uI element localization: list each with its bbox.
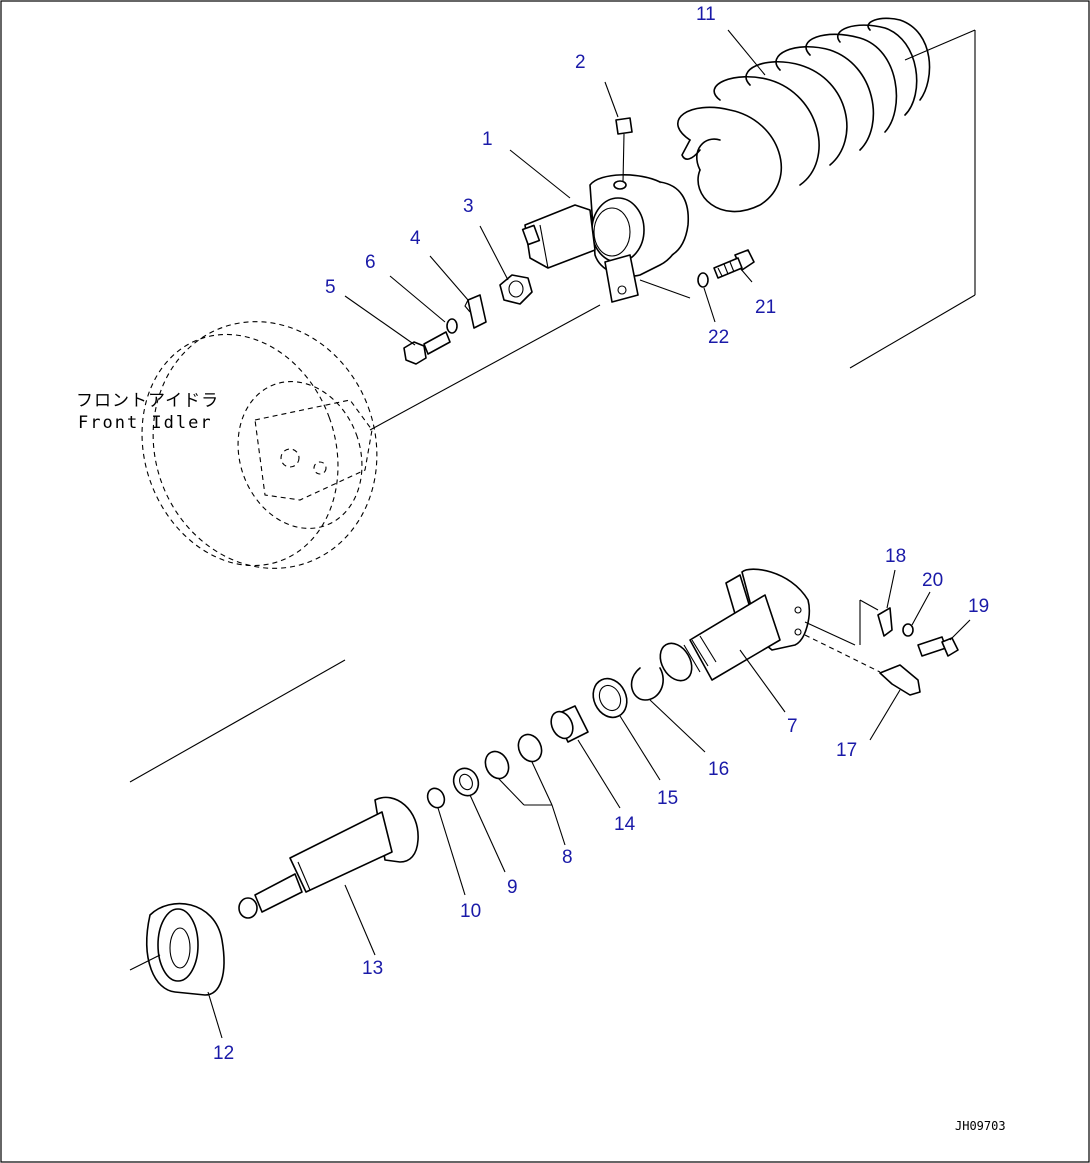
callout-5: 5	[325, 277, 336, 298]
callout-16: 16	[708, 759, 730, 780]
callout-10: 10	[460, 901, 482, 922]
plug	[615, 117, 633, 183]
callout-7: 7	[787, 716, 798, 737]
front-idler	[141, 321, 378, 569]
bolt-21	[713, 249, 755, 279]
bolt-19	[917, 636, 959, 657]
callout-2: 2	[575, 52, 586, 73]
callout-11: 11	[696, 4, 716, 25]
bushings	[484, 733, 543, 780]
callout-20: 20	[922, 570, 944, 591]
grease-fitting	[879, 664, 921, 696]
callout-1: 1	[482, 129, 493, 150]
washer-22	[697, 272, 709, 288]
drawing-code: JH09703	[955, 1119, 1006, 1133]
callout-9: 9	[507, 877, 518, 898]
washer	[446, 318, 458, 334]
leader-lines	[207, 29, 971, 1039]
callout-21: 21	[755, 297, 777, 318]
rod	[238, 796, 419, 919]
disk-ring	[146, 902, 225, 996]
clip	[877, 607, 893, 637]
snap-ring	[630, 667, 664, 701]
bracket	[464, 294, 487, 329]
bearing	[592, 677, 628, 719]
bolt	[403, 331, 451, 365]
bushing	[550, 705, 589, 743]
nut	[499, 274, 533, 305]
callout-22: 22	[708, 327, 730, 348]
callout-15: 15	[657, 788, 679, 809]
callout-4: 4	[410, 228, 421, 249]
callout-18: 18	[885, 546, 907, 567]
seal	[452, 767, 480, 797]
callout-19: 19	[968, 596, 990, 617]
callout-6: 6	[365, 252, 376, 273]
front-idler-label-en: Front Idler	[78, 413, 213, 433]
front-idler-label-jp: フロントアイドラ	[76, 391, 220, 411]
callout-8: 8	[562, 847, 573, 868]
retaining-ring	[426, 787, 446, 809]
washer-20	[902, 623, 914, 637]
callout-12: 12	[213, 1043, 235, 1064]
callout-3: 3	[463, 196, 474, 217]
idler-yoke	[521, 174, 689, 303]
cylinder	[659, 568, 811, 682]
callout-13: 13	[362, 958, 384, 979]
callout-14: 14	[614, 814, 636, 835]
callout-17: 17	[836, 740, 858, 761]
recoil-spring	[677, 17, 976, 213]
